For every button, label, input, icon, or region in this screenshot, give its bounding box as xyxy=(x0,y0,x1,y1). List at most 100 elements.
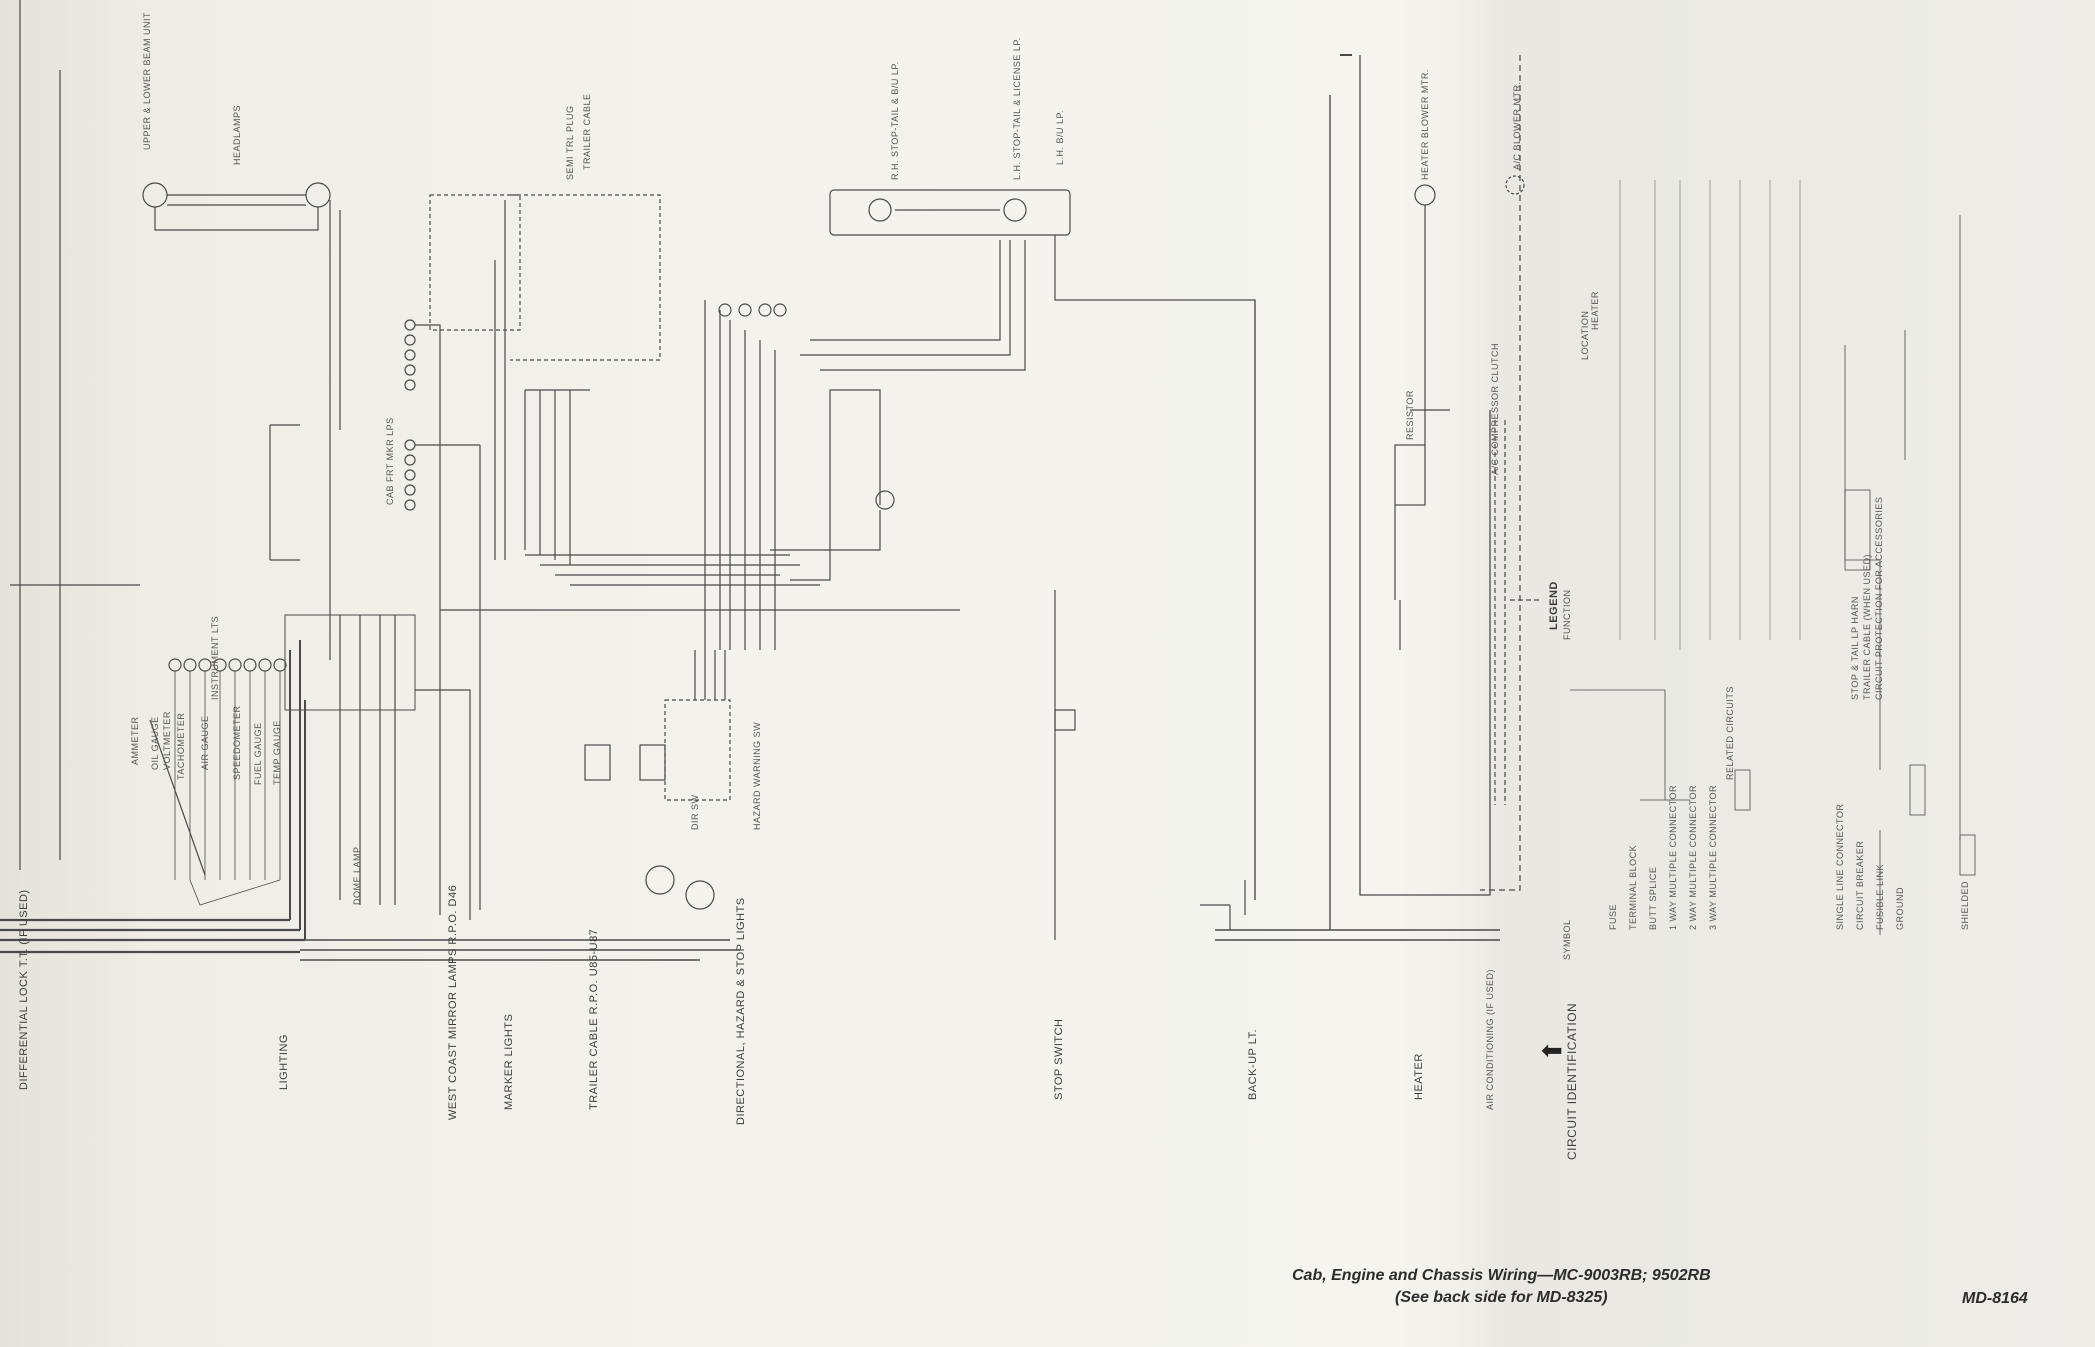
legend-function-accessories: CIRCUIT PROTECTION FOR ACCESSORIES xyxy=(1874,496,1884,700)
ac-compressor-label: A/C COMPRESSOR CLUTCH xyxy=(1490,342,1500,475)
legend-function-trailer: TRAILER CABLE (WHEN USED) xyxy=(1862,553,1872,700)
light-switch-icon xyxy=(284,614,416,711)
wire xyxy=(494,200,506,560)
legend-leaders xyxy=(1619,180,1801,650)
legend-item-terminal-block: TERMINAL BLOCK xyxy=(1628,844,1638,930)
headlamp-feed xyxy=(329,200,341,660)
fuel-gauge-label: FUEL GAUGE xyxy=(253,722,263,785)
legend-item-single-line: SINGLE LINE CONNECTOR xyxy=(1835,803,1845,930)
ammeter-label: AMMETER xyxy=(130,716,140,766)
legend-item-ground: GROUND xyxy=(1895,887,1905,930)
circuit-label-stop-switch: STOP SWITCH xyxy=(1053,1018,1065,1101)
legend-item-2way: 2 WAY MULTIPLE CONNECTOR xyxy=(1688,784,1698,930)
ac-wires xyxy=(1494,420,1540,805)
dir-switch-icon xyxy=(664,699,731,801)
voltmeter-label: VOLTMETER xyxy=(162,711,172,770)
tachometer-label: TACHOMETER xyxy=(176,712,186,780)
headlamp-wires xyxy=(154,194,319,231)
ac-blower-label: A/C BLOWER MTR. xyxy=(1512,81,1522,170)
wire xyxy=(770,510,881,551)
heater-blower-label: HEATER BLOWER MTR. xyxy=(1420,69,1430,180)
trailer-wires xyxy=(524,389,590,565)
resistor-label: RESISTOR xyxy=(1405,390,1415,440)
gauge-leads xyxy=(174,671,281,880)
trailer-run xyxy=(525,554,820,586)
legend-function-related: RELATED CIRCUITS xyxy=(1725,686,1735,780)
instrument-gauges xyxy=(168,658,287,672)
gauge-ground xyxy=(189,879,281,906)
legend-symbol-box xyxy=(1959,834,1976,876)
wire xyxy=(1200,904,1231,930)
marker-lamps xyxy=(404,319,416,511)
legend-symbol-box xyxy=(1734,769,1751,811)
heater-wires xyxy=(1410,205,1450,445)
circuit-label-trailer-cable: TRAILER CABLE R.P.O. U85-U87 xyxy=(588,928,600,1110)
resistor-icon xyxy=(1394,444,1426,506)
heater-loop xyxy=(1359,55,1491,896)
dome-lamp-label: DOME LAMP xyxy=(352,846,362,905)
diagram-caption: Cab, Engine and Chassis Wiring—MC-9003RB… xyxy=(1292,1265,1711,1309)
hazard-switch-label: HAZARD WARNING SW xyxy=(752,721,762,830)
legend-item-circuit-breaker: CIRCUIT BREAKER xyxy=(1855,840,1865,930)
legend-item-shielded: SHIELDED xyxy=(1960,880,1970,930)
circuit-label-air-conditioning: AIR CONDITIONING (IF USED) xyxy=(1485,969,1495,1110)
legend-symbol-heading: SYMBOL xyxy=(1562,919,1572,960)
circuit-label-heater: HEATER xyxy=(1413,1053,1425,1100)
wire xyxy=(790,389,881,581)
circuit-label-directional: DIRECTIONAL, HAZARD & STOP LIGHTS xyxy=(735,897,747,1125)
trailer-cable-label: TRAILER CABLE xyxy=(582,93,592,170)
circuit-label-mirror-lamps: WEST COAST MIRROR LAMPS R.P.O. D46 xyxy=(447,884,459,1120)
circuit-label-lighting: LIGHTING xyxy=(278,1034,290,1090)
flasher-icon xyxy=(584,744,611,781)
legend-function-stop-tail: STOP & TAIL LP HARN xyxy=(1850,596,1860,700)
speedometer-label: SPEEDOMETER xyxy=(232,705,242,780)
lh-backup-lamp-label: L.H. B/U LP. xyxy=(1055,110,1065,165)
legend-item-fusible-link: FUSIBLE LINK xyxy=(1875,863,1885,930)
document-number: MD-8164 xyxy=(1962,1290,2028,1307)
semi-trailer-plug-label: SEMI TRL PLUG xyxy=(565,105,575,180)
main-harness xyxy=(0,918,305,954)
rh-stop-tail-label: R.H. STOP-TAIL & B/U LP. xyxy=(890,61,900,180)
marker-wires xyxy=(415,324,481,600)
beam-unit-label: UPPER & LOWER BEAM UNIT xyxy=(142,11,152,150)
backup-wire xyxy=(1244,300,1256,915)
oil-gauge-label: OIL GAUGE xyxy=(150,716,160,770)
wire xyxy=(149,719,206,876)
legend-item-1way: 1 WAY MULTIPLE CONNECTOR xyxy=(1668,784,1678,930)
caption-title: Cab, Engine and Chassis Wiring—MC-9003RB… xyxy=(1292,1267,1711,1284)
harness-branch xyxy=(300,939,740,961)
circuit-label-marker-lights: MARKER LIGHTS xyxy=(503,1013,515,1110)
rh-stop-tail-lamp-icon xyxy=(868,198,892,222)
legend-function-heading: FUNCTION xyxy=(1562,589,1572,641)
lh-stop-tail-label: L.H. STOP-TAIL & LICENSE LP. xyxy=(1012,37,1022,180)
circuit-identification-heading: CIRCUIT IDENTIFICATION xyxy=(1565,1002,1579,1160)
instrument-lights-label: INSTRUMENT LTS xyxy=(210,615,220,700)
legend-function-heater: HEATER xyxy=(1590,291,1600,330)
legend-item-3way: 3 WAY MULTIPLE CONNECTOR xyxy=(1708,784,1718,930)
ac-blower-motor-icon xyxy=(1505,175,1525,195)
legend-symbol-box xyxy=(1844,489,1871,571)
mirror-lamp-box xyxy=(429,194,521,331)
headlamp-lh-icon xyxy=(142,182,168,208)
circuit-label-diff-lock: DIFFERENTIAL LOCK T.T. (IF USED) xyxy=(18,889,30,1090)
stop-switch-icon xyxy=(875,490,895,510)
hazard-flasher-icon xyxy=(645,865,675,895)
marker-feed xyxy=(439,600,960,915)
heater-blower-motor-icon xyxy=(1414,184,1436,206)
lh-stop-tail-lamp-icon xyxy=(1003,198,1027,222)
caption-subtitle: (See back side for MD-8325) xyxy=(1395,1289,1608,1306)
harness-riser xyxy=(289,640,306,940)
wire xyxy=(694,650,726,700)
dir-switch-label: DIR SW xyxy=(690,794,700,831)
legend-symbol-box xyxy=(1909,764,1926,816)
wire xyxy=(269,424,300,561)
trailer-plug-box xyxy=(510,194,661,361)
rear-lamps xyxy=(718,303,787,317)
legend-item-fuse: FUSE xyxy=(1608,903,1618,930)
wire xyxy=(1394,505,1401,650)
legend-item-butt-splice: BUTT SPLICE xyxy=(1648,866,1658,930)
air-gauge-label: AIR GAUGE xyxy=(200,715,210,770)
wire xyxy=(415,689,471,920)
